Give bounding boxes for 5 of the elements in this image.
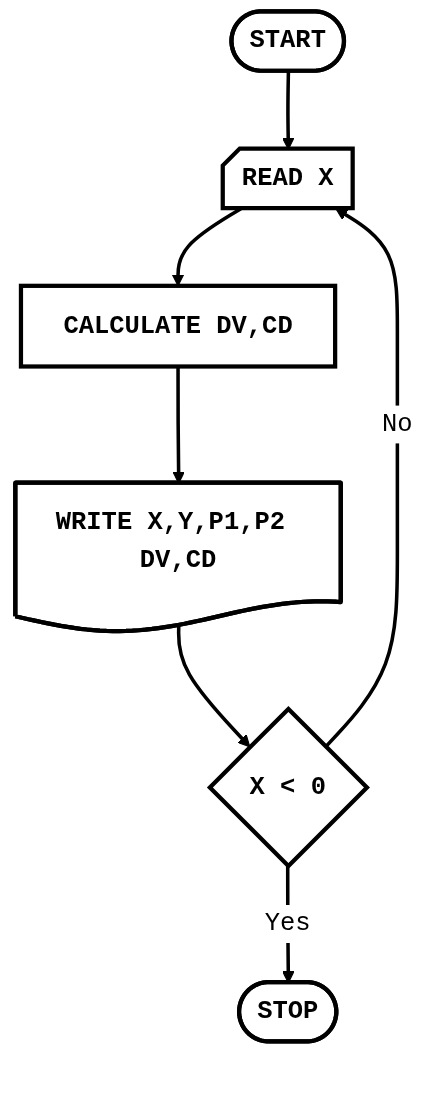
node-box: CALCULATE DV,CD xyxy=(18,283,338,369)
edge-label: No xyxy=(382,409,413,438)
node-diamond: X < 0 xyxy=(206,705,370,869)
arrow xyxy=(176,625,251,748)
edge-label: Yes xyxy=(264,909,311,938)
